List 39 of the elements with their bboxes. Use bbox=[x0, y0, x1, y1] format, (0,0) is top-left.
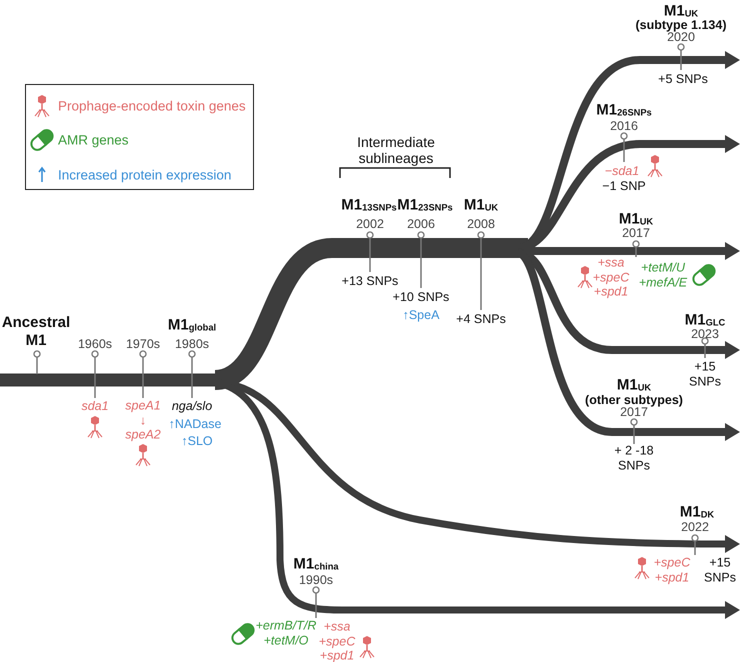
year-label: 1980s bbox=[174, 336, 210, 352]
year-label: 2006 bbox=[407, 216, 435, 232]
year-label: 2023 bbox=[691, 326, 719, 342]
year-label: 2017 bbox=[620, 404, 648, 420]
snp-count: +15 SNPs bbox=[688, 360, 722, 388]
toxin-gene-label: +speC +spd1 bbox=[652, 556, 692, 584]
year-label: 2017 bbox=[622, 226, 650, 240]
year-label: 1990s bbox=[298, 572, 334, 588]
year-label: 2022 bbox=[681, 520, 709, 534]
snp-count: +13 SNPs bbox=[342, 274, 398, 288]
toxin-gene-label: +ssa +speC +spd1 bbox=[318, 619, 356, 662]
protein-expression-label: ↑SLO bbox=[181, 434, 213, 448]
snp-count: +5 SNPs bbox=[658, 72, 708, 86]
toxin-gene-label: +ssa +speC +spd1 bbox=[592, 255, 630, 299]
snp-count: + 2 -18 SNPs bbox=[613, 444, 655, 472]
year-label: 2008 bbox=[467, 216, 495, 232]
bracket-label: Intermediate sublineages bbox=[356, 134, 436, 166]
toxin-gene-label: sda1 bbox=[81, 398, 109, 414]
protein-expression-label: ↑NADase bbox=[168, 416, 222, 432]
gene-label: nga/slo bbox=[172, 398, 212, 414]
year-label: 2016 bbox=[610, 118, 638, 134]
snp-count: +10 SNPs bbox=[392, 290, 450, 304]
toxin-gene-label: −sda1 bbox=[604, 164, 640, 178]
year-label: 1960s bbox=[78, 336, 112, 352]
snp-count: −1 SNP bbox=[602, 178, 646, 194]
subtype-label: (subtype 1.134) bbox=[636, 18, 726, 32]
snp-count: +4 SNPs bbox=[456, 312, 506, 326]
protein-expression-label: ↑SpeA bbox=[402, 308, 440, 322]
subtype-label: (other subtypes) bbox=[585, 392, 683, 407]
legend-text: AMR genes bbox=[58, 132, 129, 148]
legend-text: Increased protein expression bbox=[58, 168, 232, 182]
snp-count: +15 SNPs bbox=[703, 556, 737, 584]
toxin-gene-label: speA1 ↓ speA2 bbox=[124, 398, 162, 442]
year-label: 1970s bbox=[126, 336, 160, 352]
amr-gene-label: +tetM/U +mefA/E bbox=[638, 260, 688, 290]
legend-text: Prophage-encoded toxin genes bbox=[58, 98, 246, 114]
year-label: 2002 bbox=[356, 216, 384, 232]
lineage-name: Ancestral M1 bbox=[0, 314, 72, 350]
amr-gene-label: +ermB/T/R +tetM/O bbox=[254, 618, 318, 648]
